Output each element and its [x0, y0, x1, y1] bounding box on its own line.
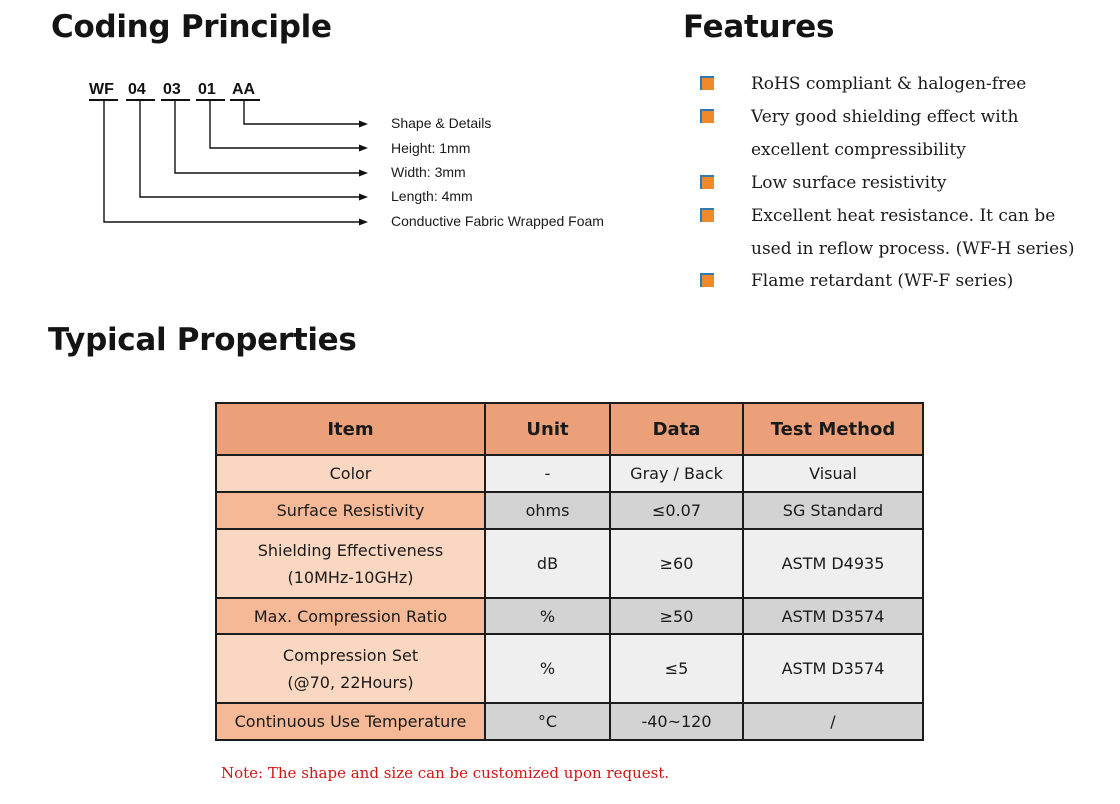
feature-item: Low surface resistivity	[751, 173, 947, 193]
cell-item: Continuous Use Temperature	[215, 702, 486, 741]
table-row: Max. Compression Ratio % ≥50 ASTM D3574	[215, 597, 924, 635]
table-row: Shielding Effectiveness (10MHz-10GHz) dB…	[215, 528, 924, 599]
cell-item-line1: Shielding Effectiveness	[257, 540, 444, 560]
table-row: Color - Gray / Back Visual	[215, 454, 924, 493]
cell-data: ≤5	[609, 633, 744, 704]
cell-unit: dB	[484, 528, 611, 599]
feature-item: RoHS compliant & halogen-free	[751, 74, 1027, 94]
cell-item-line2: (10MHz-10GHz)	[287, 567, 414, 587]
cell-unit: %	[484, 597, 611, 635]
coding-connector-lines	[103, 100, 368, 226]
arrow-right-icon	[359, 144, 368, 152]
bullet-square-icon	[700, 273, 714, 287]
code-label-length: Length: 4mm	[391, 188, 473, 204]
cell-method: SG Standard	[742, 491, 924, 530]
code-part-shape: AA	[232, 81, 256, 98]
code-label-material: Conductive Fabric Wrapped Foam	[391, 213, 604, 229]
code-part-length: 04	[128, 81, 146, 98]
cell-data: -40~120	[609, 702, 744, 741]
cell-item: Surface Resistivity	[215, 491, 486, 530]
code-label-width: Width: 3mm	[391, 164, 466, 180]
cell-method: /	[742, 702, 924, 741]
cell-unit: °C	[484, 702, 611, 741]
cell-data: ≥60	[609, 528, 744, 599]
cell-item: Color	[215, 454, 486, 493]
table-row: Compression Set (@70, 22Hours) % ≤5 ASTM…	[215, 633, 924, 704]
bullet-square-icon	[700, 76, 714, 90]
cell-unit: ohms	[484, 491, 611, 530]
coding-principle-heading: Coding Principle	[51, 9, 332, 45]
code-part-height: 01	[198, 81, 216, 98]
arrow-right-icon	[359, 218, 368, 226]
bullet-square-icon	[700, 208, 714, 222]
feature-item: Excellent heat resistance. It can be use…	[751, 206, 1075, 259]
code-part-underline	[196, 99, 225, 101]
code-part-underline	[126, 99, 155, 101]
code-part-width: 03	[163, 81, 181, 98]
bullet-square-icon	[700, 109, 714, 123]
code-label-height: Height: 1mm	[391, 140, 471, 156]
cell-method: ASTM D3574	[742, 597, 924, 635]
feature-item: Flame retardant (WF-F series)	[751, 271, 1014, 291]
code-part-underline	[161, 99, 190, 101]
header-item: Item	[215, 402, 486, 456]
header-unit: Unit	[484, 402, 611, 456]
bullet-square-icon	[700, 175, 714, 189]
feature-item: Very good shielding effect with excellen…	[751, 107, 1019, 160]
table-header-row: Item Unit Data Test Method	[215, 402, 924, 456]
header-test-method: Test Method	[742, 402, 924, 456]
cell-unit: %	[484, 633, 611, 704]
cell-method: Visual	[742, 454, 924, 493]
cell-data: ≥50	[609, 597, 744, 635]
arrow-right-icon	[359, 193, 368, 201]
cell-item-line2: (@70, 22Hours)	[287, 672, 414, 692]
table-row: Surface Resistivity ohms ≤0.07 SG Standa…	[215, 491, 924, 530]
features-heading: Features	[683, 9, 835, 45]
cell-item: Shielding Effectiveness (10MHz-10GHz)	[215, 528, 486, 599]
cell-item: Max. Compression Ratio	[215, 597, 486, 635]
customization-note: Note: The shape and size can be customiz…	[221, 764, 670, 782]
cell-method: ASTM D4935	[742, 528, 924, 599]
code-part-series: WF	[89, 81, 114, 98]
code-part-underline	[230, 99, 260, 101]
cell-data: Gray / Back	[609, 454, 744, 493]
cell-item-line1: Compression Set	[282, 645, 419, 665]
cell-item: Compression Set (@70, 22Hours)	[215, 633, 486, 704]
arrow-right-icon	[359, 169, 368, 177]
header-data: Data	[609, 402, 744, 456]
cell-data: ≤0.07	[609, 491, 744, 530]
arrow-right-icon	[359, 120, 368, 128]
cell-unit: -	[484, 454, 611, 493]
typical-properties-heading: Typical Properties	[48, 322, 357, 358]
code-part-underline	[89, 99, 118, 101]
properties-table: Item Unit Data Test Method Color - Gray …	[215, 402, 924, 741]
code-label-shape: Shape & Details	[391, 115, 492, 131]
table-row: Continuous Use Temperature °C -40~120 /	[215, 702, 924, 741]
cell-method: ASTM D3574	[742, 633, 924, 704]
